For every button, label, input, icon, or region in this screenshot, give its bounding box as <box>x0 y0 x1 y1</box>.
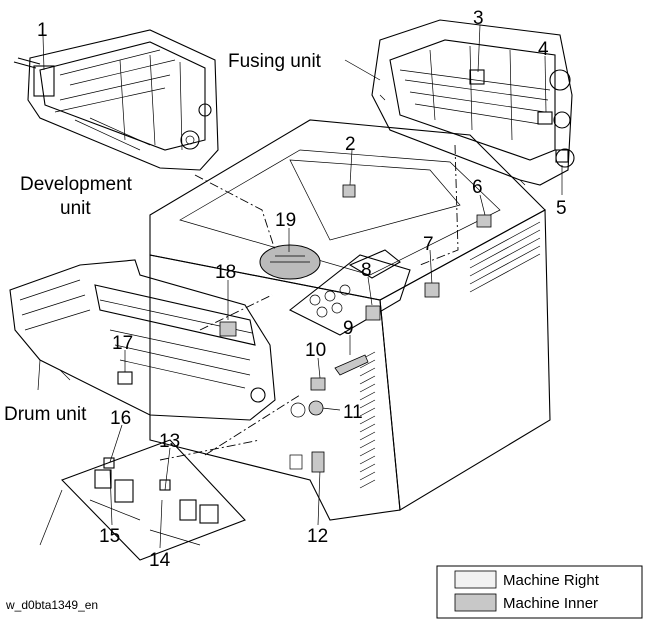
callout-17: 17 <box>112 333 133 354</box>
callout-19: 19 <box>275 210 296 231</box>
callout-2: 2 <box>345 134 356 155</box>
callout-11: 11 <box>343 402 363 423</box>
callout-15: 15 <box>99 526 120 547</box>
callout-10: 10 <box>305 340 326 361</box>
image-code: w_d0bta1349_en <box>5 598 98 612</box>
callout-numbers: 1 2 3 4 5 6 7 8 9 10 11 12 13 14 15 16 1… <box>37 8 567 571</box>
legend: Machine Right Machine Inner <box>436 565 643 619</box>
printer-body-drawing <box>149 119 551 521</box>
fusing-unit-label: Fusing unit <box>228 51 322 72</box>
part-markers <box>219 184 492 473</box>
fusing-unit-drawing <box>371 19 575 186</box>
legend-swatch-machine-right <box>454 570 497 589</box>
legend-swatch-machine-inner <box>454 593 497 612</box>
legend-label-machine-right: Machine Right <box>503 572 600 589</box>
callout-9: 9 <box>343 318 354 339</box>
callout-5: 5 <box>556 198 567 219</box>
development-unit-label-line1: Development <box>20 174 133 195</box>
callout-6: 6 <box>472 177 483 198</box>
leader-lines <box>42 24 563 549</box>
callout-8: 8 <box>361 260 372 281</box>
callout-4: 4 <box>538 39 549 60</box>
callout-12: 12 <box>307 526 328 547</box>
callout-13: 13 <box>159 431 180 452</box>
drum-unit-drawing <box>9 259 276 421</box>
guide-lines <box>159 144 459 461</box>
callout-18: 18 <box>215 262 236 283</box>
callout-16: 16 <box>110 408 131 429</box>
callout-1: 1 <box>37 20 48 41</box>
drum-unit-label: Drum unit <box>4 404 87 425</box>
pcb-board-drawing <box>39 439 246 561</box>
development-unit-drawing <box>13 29 219 171</box>
legend-label-machine-inner: Machine Inner <box>503 595 598 612</box>
callout-7: 7 <box>423 234 434 255</box>
development-unit-label-line2: unit <box>60 198 91 219</box>
callout-14: 14 <box>149 550 171 571</box>
callout-3: 3 <box>473 8 484 29</box>
